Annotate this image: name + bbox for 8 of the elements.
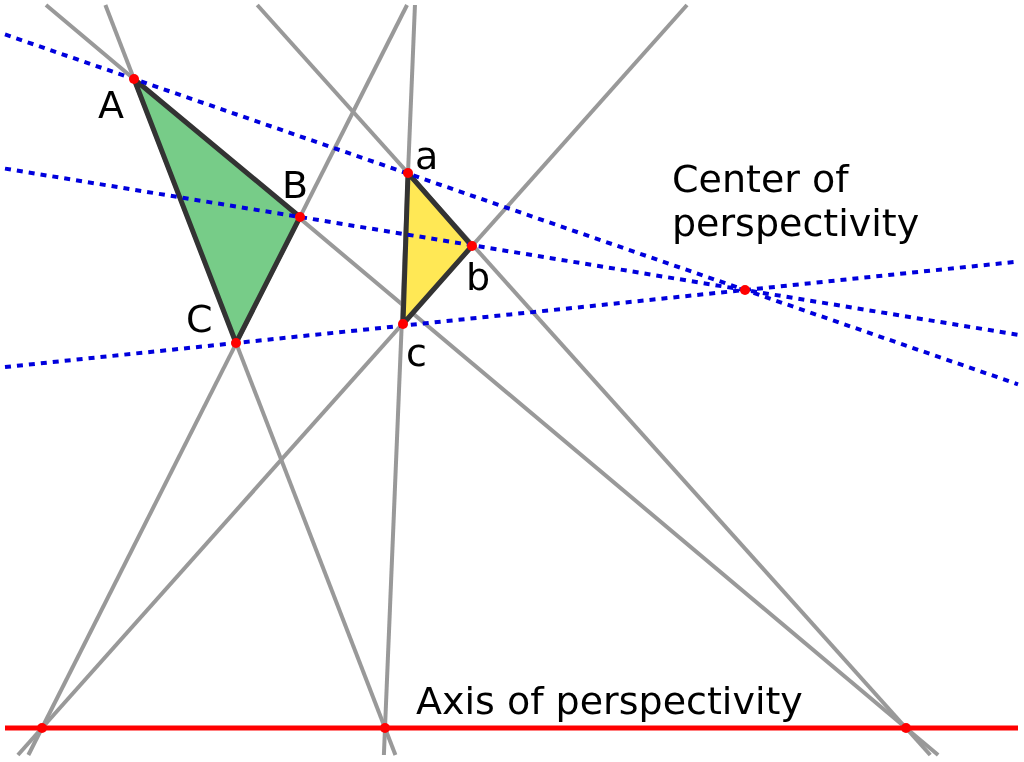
caption-text: Axis of perspectivity <box>416 680 803 724</box>
point-label: C <box>186 298 213 342</box>
caption-text: Center of perspectivity <box>672 158 921 246</box>
point-label: c <box>406 332 427 376</box>
point-label: b <box>466 256 491 300</box>
point-label: B <box>282 164 309 208</box>
point-label: a <box>415 135 439 179</box>
point-label: A <box>98 84 124 128</box>
